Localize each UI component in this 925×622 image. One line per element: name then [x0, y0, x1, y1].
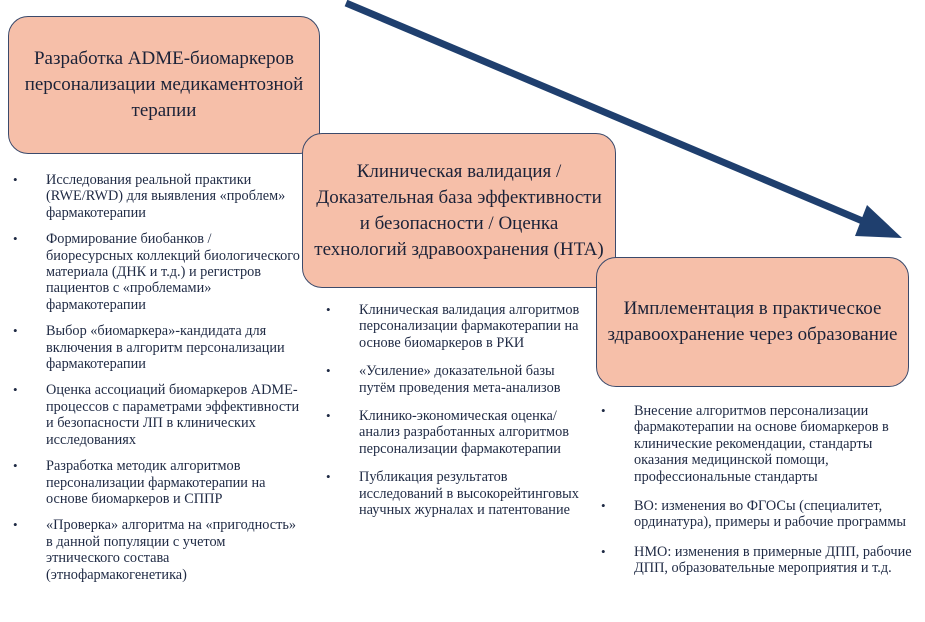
list-item: Оценка ассоциаций биомаркеров ADME-проце…: [10, 382, 300, 448]
stage-title: Имплементация в практическое здравоохран…: [607, 298, 898, 345]
stage-box-implementation: Имплементация в практическое здравоохран…: [596, 257, 909, 387]
list-item: «Усиление» доказательной базы путём пров…: [323, 363, 593, 396]
list-item: НМО: изменения в примерные ДПП, рабочие …: [598, 544, 913, 577]
list-item: Выбор «биомаркера»-кандидата для включен…: [10, 323, 300, 372]
stage-title: Разработка ADME-биомаркеров персонализац…: [24, 48, 304, 121]
list-item: Формирование биобанков / биоресурсных ко…: [10, 231, 300, 313]
list-item: Исследования реальной практики (RWE/RWD)…: [10, 172, 300, 221]
list-item: Клиническая валидация алгоритмов персона…: [323, 302, 593, 351]
stage-title: Клиническая валидация / Доказательная ба…: [314, 160, 604, 260]
stage-3-bullet-list: Внесение алгоритмов персонализации фарма…: [598, 403, 913, 590]
list-item: ВО: изменения во ФГОСы (специалитет, орд…: [598, 498, 913, 531]
list-item: Разработка методик алгоритмов персонализ…: [10, 458, 300, 507]
list-item: «Проверка» алгоритма на «пригодность» в …: [10, 517, 300, 583]
arrow-head: [855, 205, 902, 238]
stage-box-adme-biomarkers: Разработка ADME-биомаркеров персонализац…: [8, 16, 320, 154]
stage-1-bullet-list: Исследования реальной практики (RWE/RWD)…: [10, 172, 300, 593]
arrow-shaft: [344, 0, 874, 229]
stage-2-bullet-list: Клиническая валидация алгоритмов персона…: [323, 302, 593, 530]
list-item: Клинико-экономическая оценка/анализ разр…: [323, 408, 593, 457]
list-item: Публикация результатов исследований в вы…: [323, 469, 593, 518]
list-item: Внесение алгоритмов персонализации фарма…: [598, 403, 913, 485]
stage-box-clinical-validation: Клиническая валидация / Доказательная ба…: [302, 133, 616, 288]
